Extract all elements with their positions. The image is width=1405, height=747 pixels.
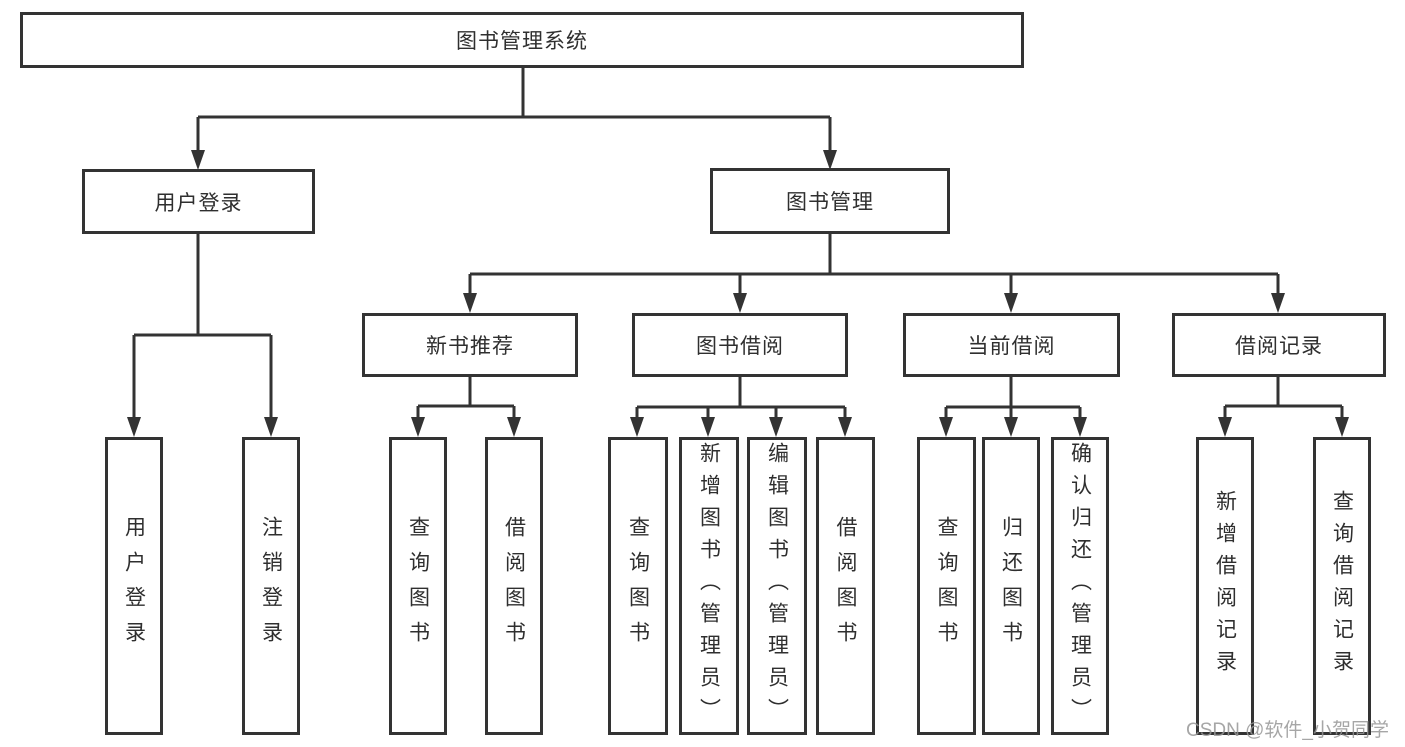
node-user-login: 用户登录: [82, 169, 315, 234]
node-current-borrowing: 当前借阅: [903, 313, 1120, 377]
leaf-return-books: 归还图书: [982, 437, 1040, 735]
node-borrow-records: 借阅记录: [1172, 313, 1386, 377]
leaf-query-books: 查询图书: [389, 437, 447, 735]
csdn-watermark: CSDN @软件_小贺同学: [1186, 720, 1389, 741]
leaf-add-borrow-record: 新增借阅记录: [1196, 437, 1254, 735]
node-library-management-system: 图书管理系统: [20, 12, 1024, 68]
node-new-book-recommend: 新书推荐: [362, 313, 578, 377]
leaf-borrow-books: 借阅图书: [485, 437, 543, 735]
leaf-logout: 注销登录: [242, 437, 300, 735]
node-book-management: 图书管理: [710, 168, 950, 234]
leaf-add-books-admin: 新增图书（管理员）: [679, 437, 739, 735]
node-book-borrowing: 图书借阅: [632, 313, 848, 377]
leaf-borrow-query-books: 查询图书: [608, 437, 668, 735]
leaf-current-query-books: 查询图书: [917, 437, 976, 735]
leaf-borrow-borrow-books: 借阅图书: [816, 437, 875, 735]
leaf-user-login: 用户登录: [105, 437, 163, 735]
leaf-confirm-return-admin: 确认归还（管理员）: [1051, 437, 1109, 735]
leaf-edit-books-admin: 编辑图书（管理员）: [747, 437, 807, 735]
leaf-query-borrow-record: 查询借阅记录: [1313, 437, 1371, 735]
